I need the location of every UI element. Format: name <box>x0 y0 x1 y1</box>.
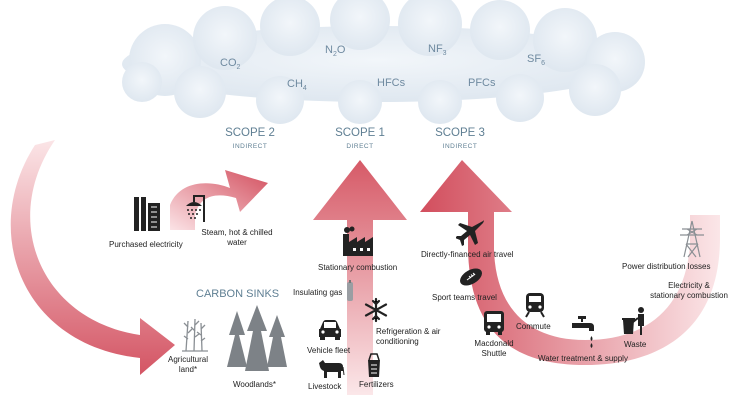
cow-icon <box>319 360 345 378</box>
woodlands-label: Woodlands* <box>233 380 276 389</box>
macdonald-shuttle-label: Macdonald Shuttle <box>474 339 514 358</box>
scope2-arrow <box>170 170 268 230</box>
woodlands-icon <box>227 305 287 371</box>
water-treatment-label: Water treatment & supply <box>538 354 628 363</box>
fertilizer-icon <box>368 353 380 377</box>
cloud <box>122 0 645 124</box>
waste-icon <box>622 307 644 335</box>
fertilizers-label: Fertilizers <box>359 380 394 389</box>
carbon-sink-arrow <box>10 140 175 375</box>
steam-water-label: Steam, hot & chilled water <box>201 228 273 247</box>
power-plant-icon <box>134 197 160 231</box>
commute-label: Commute <box>516 322 551 331</box>
stationary-combustion-label: Stationary combustion <box>318 263 398 272</box>
vehicle-fleet-label: Vehicle fleet <box>307 346 351 355</box>
gas-co2: CO2 <box>220 57 241 72</box>
bus-icon <box>484 311 504 335</box>
air-travel-label: Directly-financed air travel <box>421 250 514 259</box>
gas-cylinder-icon <box>347 280 353 301</box>
snowflake-icon <box>364 297 388 323</box>
airplane-icon <box>456 220 484 246</box>
car-icon <box>319 320 341 340</box>
power-tower-icon <box>680 220 704 258</box>
gas-pfcs: PFCs <box>468 77 496 89</box>
factory-icon <box>343 226 373 256</box>
shower-icon <box>186 195 205 222</box>
purchased-electricity-label: Purchased electricity <box>109 240 183 249</box>
gas-n2o: N2O <box>325 44 346 59</box>
livestock-label: Livestock <box>308 382 342 391</box>
carbon-sinks-heading: CARBON SINKS <box>196 288 280 300</box>
agricultural-land-icon <box>182 318 208 352</box>
power-losses-label: Power distribution losses <box>622 262 711 271</box>
faucet-icon <box>572 316 594 348</box>
insulating-gas-label: Insulating gas <box>293 288 343 297</box>
gas-nf3: NF3 <box>428 43 447 58</box>
electricity-stationary-label: Electricity & stationary combustion <box>650 281 728 300</box>
waste-label: Waste <box>624 340 647 349</box>
train-icon <box>525 293 545 318</box>
refrigeration-label: Refrigeration & air conditioning <box>376 327 441 346</box>
football-icon <box>460 268 482 286</box>
agricultural-land-label: Agricultural land* <box>167 355 208 374</box>
gas-hfcs: HFCs <box>377 77 406 89</box>
sport-teams-label: Sport teams travel <box>432 293 497 302</box>
scope1-arrow <box>313 160 407 395</box>
gas-sf6: SF6 <box>527 53 545 68</box>
gas-ch4: CH4 <box>287 78 307 93</box>
